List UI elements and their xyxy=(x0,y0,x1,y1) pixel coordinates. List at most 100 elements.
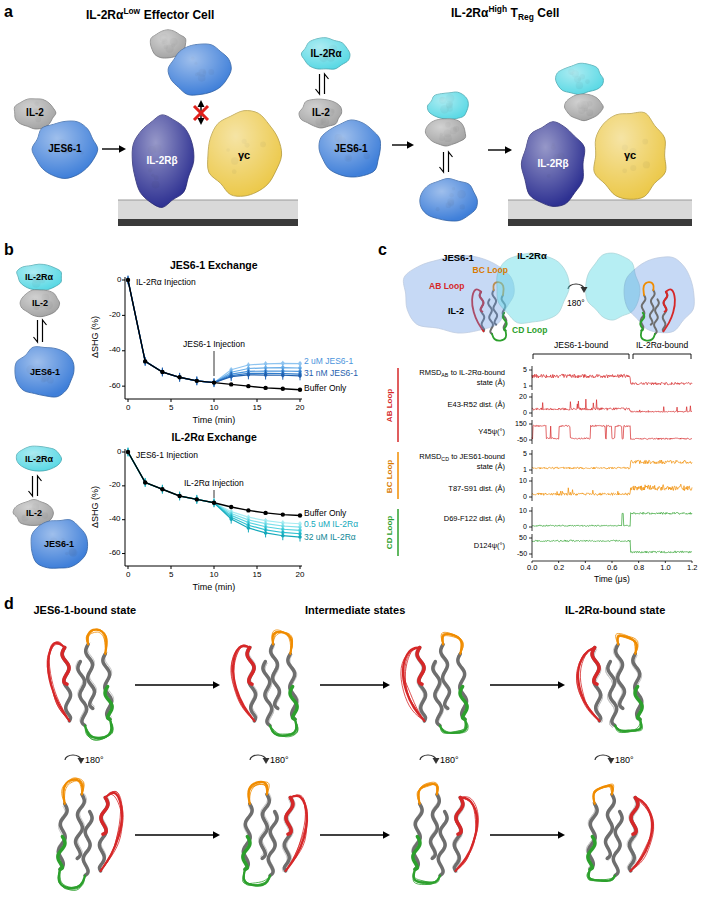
helix-trace xyxy=(614,812,623,876)
loop-label: AB Loop xyxy=(429,282,464,292)
equilibrium-harpoon xyxy=(38,476,42,496)
annotation: IL-2Rα Injection xyxy=(136,278,196,288)
data-point xyxy=(161,370,165,374)
helix xyxy=(431,794,440,858)
loop-trace xyxy=(615,719,642,731)
rotate-head xyxy=(78,758,85,764)
y-tick xyxy=(122,452,125,453)
loop xyxy=(270,719,296,735)
helix xyxy=(633,654,642,720)
rotate-head xyxy=(263,758,270,764)
loop-trace xyxy=(403,648,425,721)
label-text: a xyxy=(4,3,13,20)
loop-trace xyxy=(456,798,479,871)
label-text: 180° xyxy=(440,755,459,765)
helix xyxy=(588,804,597,870)
helix-highlight xyxy=(640,313,644,331)
label-text: Cell xyxy=(537,6,559,20)
x-tick xyxy=(257,399,258,402)
label-text: CD Loop xyxy=(385,515,394,548)
loop-trace xyxy=(456,797,479,871)
loop xyxy=(286,796,307,871)
loop xyxy=(440,719,466,733)
protein-label: JES6-1 xyxy=(30,367,60,377)
process-arrow xyxy=(488,146,512,154)
time-tick xyxy=(612,561,613,563)
tick-label: 50 xyxy=(519,534,527,542)
series-label: 2 uM JES6-1 xyxy=(304,357,353,367)
tick-label: 5 xyxy=(523,366,527,374)
label-text: IL-2Rα-bound xyxy=(636,340,688,350)
loop-trace xyxy=(594,786,612,804)
label-text: 5 xyxy=(169,570,173,579)
loop-trace xyxy=(418,783,439,804)
y-axis xyxy=(125,449,126,566)
tick-label: 10 xyxy=(519,507,527,515)
axis-title: Time (min) xyxy=(193,415,236,425)
tick-label: 20 xyxy=(296,571,305,580)
label-text: 20 xyxy=(296,570,305,579)
loop-trace xyxy=(286,796,307,871)
loop xyxy=(589,869,615,881)
label-text: to JES61-bound state (Å) xyxy=(451,452,505,471)
loop-trace xyxy=(49,643,69,721)
data-point xyxy=(178,376,182,380)
data-point xyxy=(264,373,268,377)
loop-trace xyxy=(101,792,124,871)
loop-trace xyxy=(578,648,599,721)
data-point xyxy=(143,360,147,364)
data-point xyxy=(229,505,233,509)
tick-label: -60 xyxy=(109,382,121,391)
label-text: CD Loop xyxy=(512,325,547,335)
rotate-icon xyxy=(420,755,440,764)
surface-shine xyxy=(14,99,56,129)
protein-surface xyxy=(425,119,465,146)
label-text: RMSD xyxy=(419,452,441,461)
surface-shine xyxy=(427,92,468,120)
helix-highlight xyxy=(62,648,69,685)
label-text: Buffer Only xyxy=(304,383,346,393)
row-tick xyxy=(529,397,532,398)
chart-title: JES6-1 Exchange xyxy=(170,260,258,272)
label-text: T87-S91 dist. (Å) xyxy=(448,484,505,493)
md-trace xyxy=(532,374,692,385)
label-text: 0.8 xyxy=(634,563,644,572)
loop-trace xyxy=(413,869,440,884)
protein-label: IL-2Rα xyxy=(25,272,53,282)
label-text: 0.2 xyxy=(554,563,564,572)
data-point xyxy=(298,362,302,366)
data-point xyxy=(212,381,216,385)
buffer-series xyxy=(128,280,300,390)
data-series xyxy=(128,452,300,537)
state-arrow-line xyxy=(490,684,558,685)
rotation-label: 180° xyxy=(615,755,634,765)
data-point xyxy=(126,450,130,454)
data-point xyxy=(298,535,302,539)
tick-label: 20 xyxy=(296,404,305,413)
surface-outline xyxy=(14,99,56,129)
loop-trace xyxy=(617,636,638,653)
label-text: 15 xyxy=(253,570,262,579)
panel-title: IL-2RαHighTRegCell xyxy=(451,5,559,23)
data-point xyxy=(212,501,216,505)
data-point xyxy=(161,487,165,491)
label-text: 10 xyxy=(210,570,219,579)
protein-label: JES6-1 xyxy=(442,253,474,264)
data-point xyxy=(143,481,147,485)
data-point xyxy=(281,373,285,377)
data-point xyxy=(229,375,233,379)
tick-label: -50 xyxy=(517,550,527,558)
helix xyxy=(613,812,622,876)
loop xyxy=(456,798,477,871)
data-point xyxy=(126,450,130,454)
helix-highlight xyxy=(101,798,108,835)
loop-trace xyxy=(440,719,468,733)
protein-label: IL-2 xyxy=(32,298,48,308)
loop xyxy=(578,648,599,721)
state-title: Intermediate states xyxy=(305,604,405,616)
helix-highlight xyxy=(286,798,293,835)
data-point xyxy=(195,498,199,502)
data-point xyxy=(161,370,165,374)
label-text: 10 xyxy=(519,507,527,514)
loop-trace xyxy=(47,642,69,721)
